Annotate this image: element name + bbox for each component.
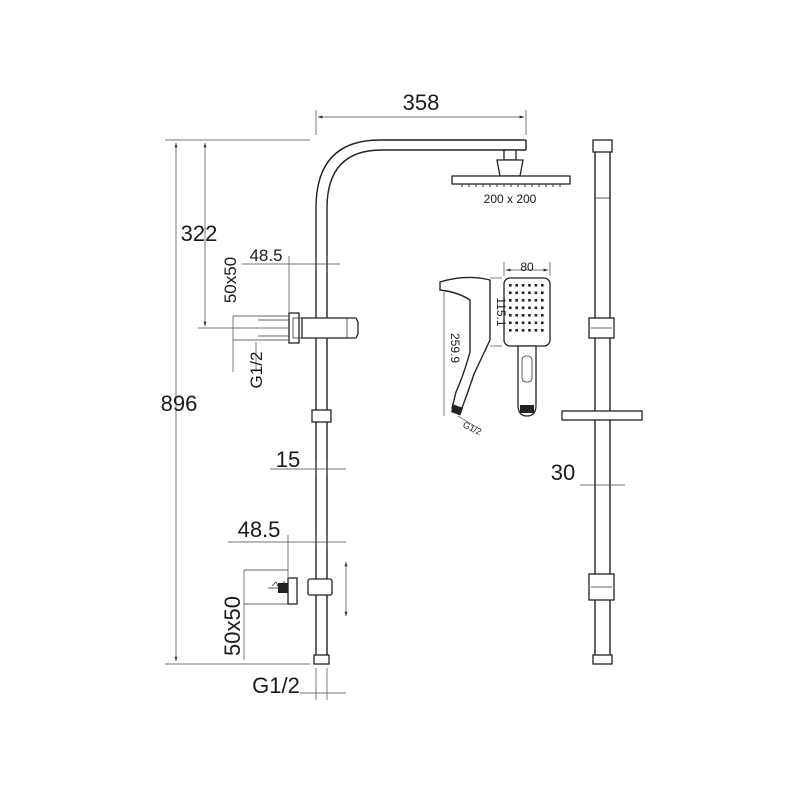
- dimension-lines: [165, 110, 527, 700]
- handset-nozzle: [534, 314, 538, 317]
- handset-nozzle: [541, 291, 544, 295]
- handset-nozzle: [534, 329, 538, 332]
- handset-nozzle: [509, 284, 512, 287]
- handset-nozzle: [509, 329, 512, 332]
- handset-nozzle: [515, 299, 518, 302]
- handset-nozzle: [528, 314, 531, 317]
- handset-nozzle: [515, 329, 518, 332]
- handset-nozzle: [528, 321, 531, 325]
- handset-nozzle: [534, 299, 538, 302]
- handset-face-height-label: 115.1: [494, 297, 508, 326]
- upper-bracket-front: [233, 312, 359, 344]
- riser-front-view: [307, 139, 527, 665]
- lower-bracket-front: [244, 569, 298, 605]
- handset-nozzle: [528, 329, 531, 332]
- handset-nozzle: [521, 291, 525, 295]
- handset-side-view: [439, 276, 491, 429]
- total-height-label: 896: [161, 391, 198, 416]
- handset-nozzle: [528, 284, 531, 287]
- handset-nozzle: [515, 314, 518, 317]
- handset-nozzle: [515, 284, 518, 287]
- handset-nozzle: [534, 284, 538, 287]
- handset-nozzle: [534, 321, 538, 325]
- handset-thread-label: G1/2: [461, 420, 483, 437]
- handset-nozzle: [521, 321, 525, 325]
- handset-nozzle: [541, 314, 544, 317]
- rail-side-view: [561, 139, 643, 665]
- handset-nozzle: [541, 299, 544, 302]
- handset-nozzle: [541, 329, 544, 332]
- lower-bracket-size-label: 50x50: [220, 596, 245, 656]
- handset-nozzle: [521, 299, 525, 302]
- handset-nozzle: [521, 306, 525, 310]
- handset-nozzle: [509, 314, 512, 317]
- bottom-thread-label: G1/2: [252, 673, 300, 698]
- handset-nozzle: [515, 291, 518, 295]
- handset-length-label: 259.9: [448, 333, 462, 363]
- handset-nozzle: [534, 306, 538, 310]
- rail-width-label: 30: [551, 460, 575, 485]
- lower-bracket-offset-label: 48.5: [238, 517, 281, 542]
- handset-nozzle: [534, 291, 538, 295]
- handset-nozzle: [541, 306, 544, 310]
- handset-nozzle: [528, 291, 531, 295]
- handset-nozzle: [521, 284, 525, 287]
- riser-diameter-label: 15: [276, 447, 300, 472]
- upper-bracket-size-label: 50x50: [221, 257, 240, 303]
- dimension-labels: 358 322 896 200 x 200 80 115.1 259.9 G1/…: [161, 90, 576, 698]
- upper-bracket-offset-label: 48.5: [249, 246, 282, 265]
- handset-nozzle: [541, 284, 544, 287]
- handset-nozzle: [528, 299, 531, 302]
- handset-nozzle: [521, 329, 525, 332]
- handset-nozzle: [521, 314, 525, 317]
- head-drop-label: 322: [181, 221, 218, 246]
- handset-nozzle: [509, 321, 512, 325]
- head-size-label: 200 x 200: [484, 192, 537, 206]
- handset-nozzle: [541, 321, 544, 325]
- upper-thread-label: G1/2: [247, 352, 266, 389]
- handset-width-label: 80: [520, 260, 534, 274]
- handset-nozzle: [528, 306, 531, 310]
- handset-front-view: [490, 262, 551, 417]
- arm-reach-label: 358: [403, 90, 440, 115]
- handset-nozzle: [515, 321, 518, 325]
- handset-nozzle: [509, 299, 512, 302]
- handset-nozzle: [509, 306, 512, 310]
- handset-nozzle: [509, 291, 512, 295]
- handset-nozzle: [515, 306, 518, 310]
- shower-head-front: [451, 149, 571, 187]
